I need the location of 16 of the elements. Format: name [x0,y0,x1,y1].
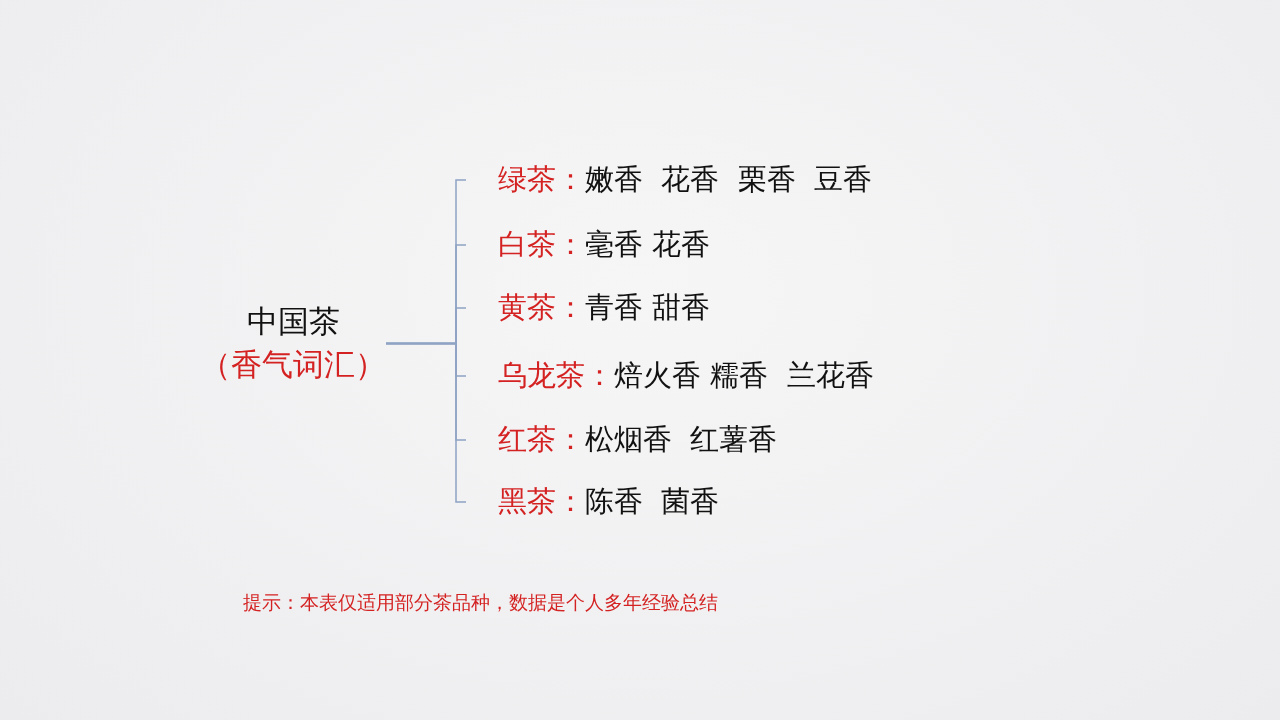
aroma-terms: 青香 甜香 [585,289,711,326]
root-subtitle: （香气词汇） [200,345,386,385]
aroma-terms: 焙火香 糯香 兰花香 [614,357,874,394]
aroma-terms: 松烟香 红薯香 [585,421,778,458]
tea-category: 红茶： [498,421,585,458]
tea-category: 黑茶： [498,483,585,520]
note-text: 提示：本表仅适用部分茶品种，数据是个人多年经验总结 [243,590,718,615]
tea-category: 白茶： [498,226,585,263]
root-title: 中国茶 [246,302,340,341]
aroma-terms: 陈香 菌香 [585,483,720,520]
tea-category: 黄茶： [498,289,585,326]
tea-category: 乌龙茶： [498,357,614,394]
aroma-terms: 嫩香 花香 栗香 豆香 [585,161,873,198]
aroma-terms: 毫香 花香 [585,226,711,263]
tea-category: 绿茶： [498,161,585,198]
bracket-line [385,342,467,503]
